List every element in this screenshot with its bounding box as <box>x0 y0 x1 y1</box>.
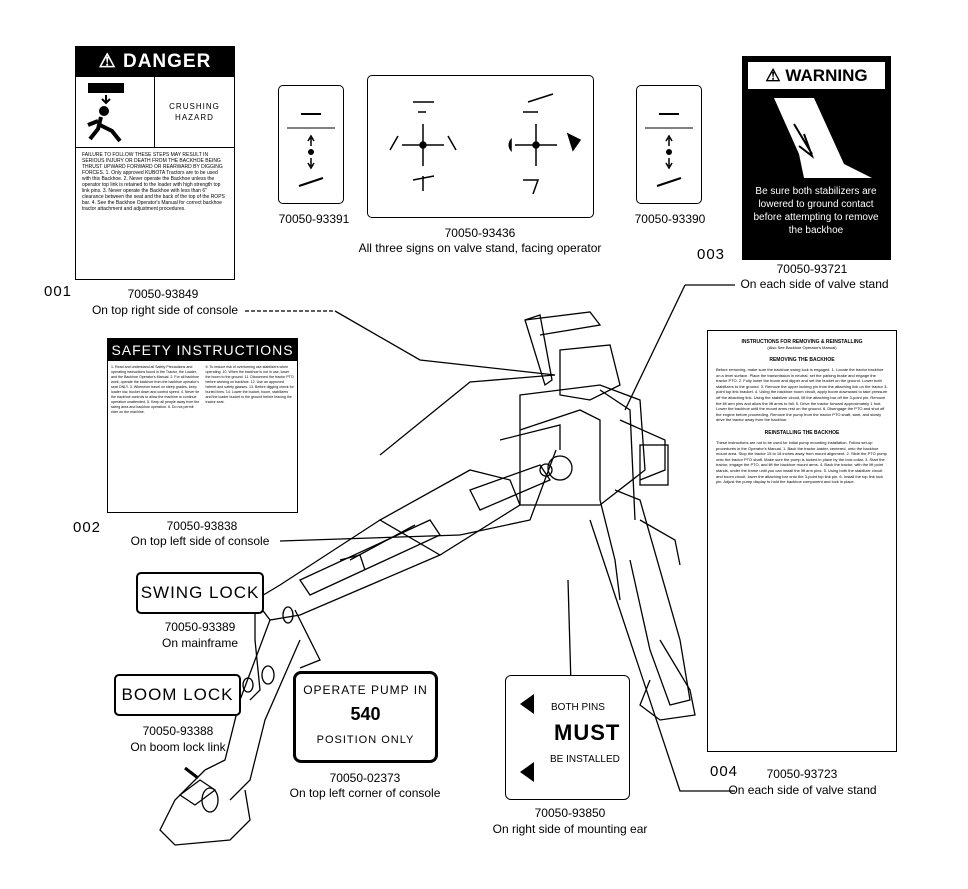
valve-center-part-number: 70050-93436 <box>444 226 516 240</box>
valve-decal-center <box>367 75 594 218</box>
pins-location: On right side of mounting ear <box>492 822 648 836</box>
warning-triangle-icon: ⚠ <box>98 51 117 72</box>
pump-speed-decal: OPERATE PUMP IN 540 POSITION ONLY <box>293 671 438 763</box>
safety-location: On top left side of console <box>130 534 270 548</box>
pump-part-number: 70050-02373 <box>329 771 401 785</box>
danger-decal: ⚠ DANGER CRUSHING HAZARD FAILURE TO FOLL… <box>75 46 235 280</box>
danger-body-text: FAILURE TO FOLLOW THESE STEPS MAY RESULT… <box>82 152 225 212</box>
pins-line-2: MUST <box>554 720 621 745</box>
warning-location: On each side of valve stand <box>740 277 889 291</box>
swing-lock-decal: SWING LOCK <box>136 572 264 614</box>
instructions-part-number: 70050-93723 <box>766 767 838 781</box>
valve-center-location: All three signs on valve stand, facing o… <box>358 241 602 255</box>
instructions-location: On each side of valve stand <box>728 783 877 797</box>
reinstalling-heading: REINSTALLING THE BACKHOE <box>764 429 840 436</box>
safety-col-left: 1. Read and understand all Safety Precau… <box>111 365 200 414</box>
danger-location: On top right side of console <box>91 303 239 317</box>
callout-001: 001 <box>44 283 73 300</box>
control-direction-arrows-icon <box>287 113 335 187</box>
boom-lock-label: BOOM LOCK <box>121 685 234 704</box>
boot-stabilizer-pictogram <box>774 98 872 178</box>
boom-lock-decal: BOOM LOCK <box>114 674 241 716</box>
instructions-title: INSTRUCTIONS FOR REMOVING & REINSTALLING <box>741 339 863 345</box>
crushing-hazard-text: CRUSHING HAZARD <box>169 102 220 122</box>
crushing-hazard-pictogram <box>76 77 155 147</box>
warning-decal: ⚠ WARNING Be sure both stabilizers are l… <box>742 56 891 260</box>
control-direction-arrows-icon <box>645 113 693 187</box>
callout-003: 003 <box>697 246 726 263</box>
safety-instructions-decal: SAFETY INSTRUCTIONS 1. Read and understa… <box>107 338 298 513</box>
valve-left-part-number: 70050-93391 <box>278 212 350 226</box>
pins-line-1: BOTH PINS <box>551 702 605 713</box>
valve-right-part-number: 70050-93390 <box>634 212 706 226</box>
danger-title: DANGER <box>122 51 212 72</box>
removing-text: Before removing, make sure the backhoe s… <box>716 367 888 423</box>
pins-line-3: BE INSTALLED <box>550 754 620 765</box>
instructions-subtitle: (Also See Backhoe Operator's Manual) <box>767 345 837 350</box>
removal-instructions-decal: INSTRUCTIONS FOR REMOVING & REINSTALLING… <box>707 330 897 752</box>
joystick-function-diagram-icon <box>389 93 582 195</box>
pin-arrow-icon <box>520 694 534 782</box>
warning-part-number: 70050-93721 <box>776 262 848 276</box>
callout-004: 004 <box>710 763 739 780</box>
warning-title: WARNING <box>785 66 868 85</box>
safety-title: SAFETY INSTRUCTIONS <box>108 339 297 361</box>
callout-002: 002 <box>73 519 102 536</box>
valve-decal-left <box>278 85 344 204</box>
boom-lock-location: On boom lock link <box>130 740 226 754</box>
reinstalling-text: These instructions are not to be used fo… <box>716 439 887 485</box>
pump-location: On top left corner of console <box>289 786 441 800</box>
swing-lock-location: On mainframe <box>161 636 239 650</box>
swing-lock-label: SWING LOCK <box>140 583 260 602</box>
pump-line-1: OPERATE PUMP IN <box>303 683 428 697</box>
safety-col-right: 9. To reduce risk of overturning use sta… <box>205 365 294 404</box>
boom-lock-part-number: 70050-93388 <box>142 724 214 738</box>
warning-text: Be sure both stabilizers are lowered to … <box>753 186 879 236</box>
warning-triangle-icon: ⚠ <box>765 66 781 85</box>
danger-part-number: 70050-93849 <box>127 287 199 301</box>
pump-line-2: 540 <box>350 704 381 724</box>
removing-heading: REMOVING THE BACKHOE <box>769 357 835 363</box>
swing-lock-part-number: 70050-93389 <box>164 620 236 634</box>
pump-line-3: POSITION ONLY <box>316 734 415 746</box>
pins-part-number: 70050-93850 <box>534 806 606 820</box>
danger-header: ⚠ DANGER <box>76 47 234 77</box>
both-pins-decal: BOTH PINS MUST BE INSTALLED <box>505 675 630 800</box>
valve-decal-right <box>636 85 702 204</box>
safety-part-number: 70050-93838 <box>166 519 238 533</box>
